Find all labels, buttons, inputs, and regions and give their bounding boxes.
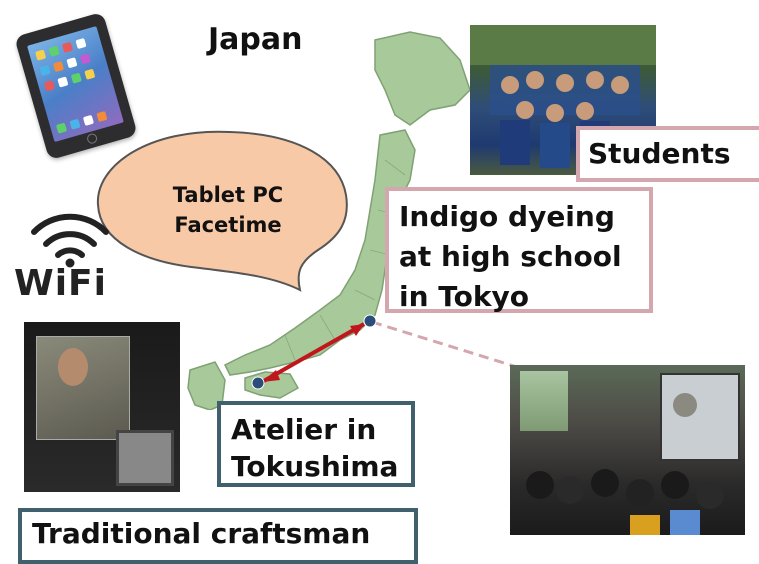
students-label: Students	[576, 126, 759, 182]
craftsman-label: Traditional craftsman	[18, 508, 418, 564]
atelier-label: Atelier in Tokushima	[217, 401, 415, 487]
craftsman-photo	[24, 322, 180, 492]
wifi-icon	[31, 213, 109, 268]
indigo-dyeing-label: Indigo dyeing at high school in Tokyo	[385, 187, 653, 313]
bubble-text: Tablet PC Facetime	[128, 180, 328, 240]
connection-arrow	[251, 314, 521, 390]
classroom-photo	[510, 365, 745, 535]
bubble-line-2: Facetime	[174, 213, 282, 237]
page-title: Japan	[208, 22, 303, 57]
speech-bubble	[96, 130, 348, 292]
bubble-line-1: Tablet PC	[172, 183, 284, 207]
wifi-label: WiFi	[14, 263, 107, 304]
